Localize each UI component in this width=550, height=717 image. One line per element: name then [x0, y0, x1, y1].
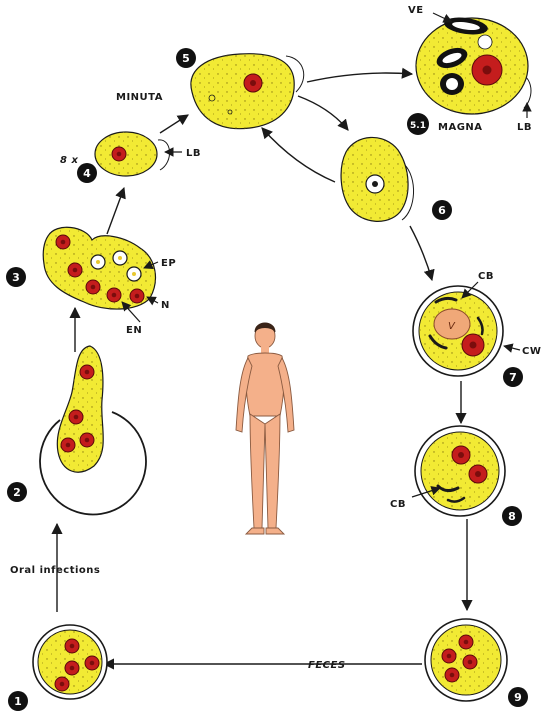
oral-infections-label: Oral infections	[10, 565, 100, 576]
ve-pointer	[432, 12, 453, 23]
stage-8-number: 8	[508, 510, 516, 523]
stage-5-1-badge: 5.1	[407, 113, 429, 135]
stage-3-metacystic	[42, 226, 157, 310]
cb-label-2: CB	[390, 499, 406, 510]
stage-9-badge: 9	[508, 687, 528, 707]
stage-3-number: 3	[12, 271, 20, 284]
e-label: E	[448, 79, 456, 92]
stage-4-small-trophozoite	[94, 131, 170, 177]
stage-8-cyst	[414, 425, 506, 517]
cb-pointer-7	[461, 281, 479, 299]
lb-label-magna: LB	[517, 122, 532, 133]
ve-label: VE	[408, 5, 424, 16]
cw-pointer	[503, 343, 521, 353]
stage-1-cyst	[32, 624, 108, 700]
stage-6-badge: 6	[432, 200, 452, 220]
stage-7-number: 7	[509, 371, 517, 384]
feces-label: FECES	[308, 660, 346, 671]
cycle-arrows	[51, 67, 473, 670]
stage-7-cyst	[412, 285, 504, 377]
n-label: N	[161, 300, 170, 311]
arrow-6-to-7	[409, 225, 435, 282]
stage-2-badge: 2	[7, 482, 27, 502]
stage-5-1-number: 5.1	[410, 121, 426, 131]
arrow-4-to-5	[159, 114, 189, 134]
lb-label: LB	[186, 148, 201, 159]
magna-label: MAGNA	[438, 122, 483, 133]
stage-7-badge: 7	[503, 367, 523, 387]
stage-2-number: 2	[13, 486, 21, 499]
stage-4-number: 4	[83, 167, 91, 180]
stage-9-number: 9	[514, 691, 522, 704]
v-label: V	[448, 321, 456, 332]
ep-label: EP	[161, 258, 176, 269]
stage-1-number: 1	[14, 695, 22, 708]
cw-label: CW	[522, 346, 541, 357]
stage-3-pointers	[121, 260, 159, 323]
arrow-6-to-5	[261, 127, 336, 183]
stage-9-cyst	[424, 618, 508, 702]
stage-4-badge: 4	[77, 163, 97, 183]
stage-2-excystation	[39, 345, 147, 516]
stage-5-minuta	[190, 53, 305, 130]
stage-6-precystic	[340, 136, 415, 222]
eight-x-label: 8 x	[60, 155, 78, 166]
stage-5-number: 5	[182, 52, 190, 65]
stage-1-badge: 1	[8, 691, 28, 711]
stage-8-badge: 8	[502, 506, 522, 526]
arrow-5-to-magna	[306, 67, 414, 83]
en-label: EN	[126, 325, 142, 336]
stage-5-badge: 5	[176, 48, 196, 68]
minuta-label: MINUTA	[116, 92, 163, 103]
arrow-3-to-4	[106, 186, 126, 235]
stage-6-number: 6	[438, 204, 446, 217]
stage-5-1-magna	[415, 17, 532, 115]
cb-pointer-8	[411, 486, 441, 498]
arrow-5-to-6	[297, 95, 349, 131]
stage-3-badge: 3	[6, 267, 26, 287]
cb-label: CB	[478, 271, 494, 282]
human-figure	[235, 322, 295, 535]
